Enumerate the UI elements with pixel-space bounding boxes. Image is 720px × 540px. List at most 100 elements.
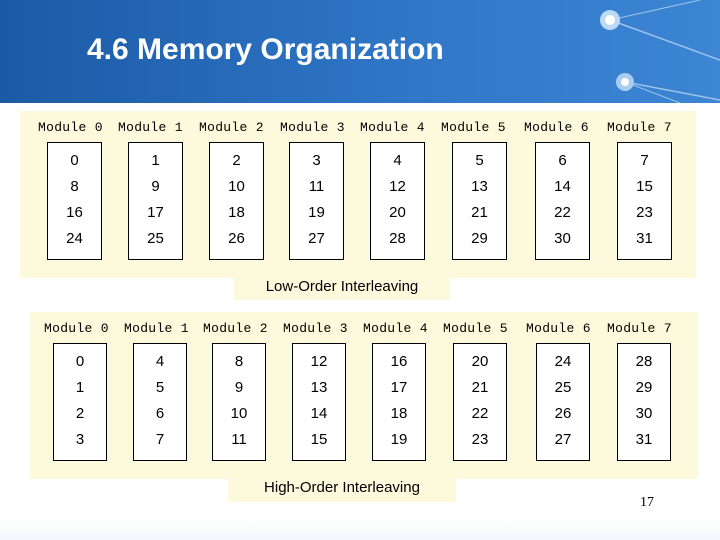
memory-address: 27 [308, 230, 325, 247]
memory-address: 9 [234, 379, 244, 396]
memory-address: 11 [308, 178, 325, 195]
memory-address: 24 [554, 353, 572, 370]
memory-address: 0 [75, 353, 85, 370]
memory-module-box: 0 1 2 3 [53, 343, 107, 461]
memory-address: 28 [389, 230, 406, 247]
memory-module-box: 5 13 21 29 [452, 142, 507, 260]
memory-address: 5 [155, 379, 165, 396]
memory-module-box: 1 9 17 25 [128, 142, 183, 260]
memory-module-box: 28 29 30 31 [617, 343, 671, 461]
memory-address: 25 [554, 379, 572, 396]
memory-module-box: 12 13 14 15 [292, 343, 346, 461]
memory-address: 30 [554, 230, 571, 247]
memory-module-box: 6 14 22 30 [535, 142, 590, 260]
memory-address: 19 [390, 431, 408, 448]
memory-address: 25 [147, 230, 164, 247]
module-label: Module 3 [283, 321, 348, 336]
memory-address: 11 [231, 431, 247, 448]
memory-address: 13 [310, 379, 328, 396]
memory-address: 22 [554, 204, 571, 221]
memory-address: 29 [471, 230, 488, 247]
page-number: 17 [640, 495, 654, 510]
memory-address: 16 [390, 353, 408, 370]
memory-address: 14 [310, 405, 328, 422]
memory-module-box: 16 17 18 19 [372, 343, 426, 461]
memory-address: 18 [228, 204, 245, 221]
memory-address: 9 [151, 178, 160, 195]
decorative-pins-graphic [600, 0, 720, 103]
memory-address: 24 [66, 230, 83, 247]
memory-address: 15 [310, 431, 328, 448]
slide-header: 4.6 Memory Organization [0, 0, 720, 103]
memory-address: 23 [471, 431, 489, 448]
memory-module-box: 4 5 6 7 [133, 343, 187, 461]
memory-address: 17 [147, 204, 164, 221]
memory-address: 18 [390, 405, 408, 422]
memory-address: 3 [75, 431, 85, 448]
memory-address: 26 [554, 405, 572, 422]
module-label: Module 1 [124, 321, 189, 336]
high-order-panel [30, 312, 698, 479]
memory-address: 7 [155, 431, 165, 448]
memory-address: 29 [635, 379, 653, 396]
memory-address: 30 [635, 405, 653, 422]
memory-address: 23 [636, 204, 653, 221]
module-label: Module 4 [360, 120, 425, 135]
module-label: Module 1 [118, 120, 183, 135]
memory-address: 12 [389, 178, 406, 195]
memory-address: 13 [471, 178, 488, 195]
memory-address: 1 [151, 152, 160, 169]
memory-address: 5 [475, 152, 484, 169]
memory-address: 7 [640, 152, 649, 169]
high-order-caption: High-Order Interleaving [228, 472, 456, 502]
memory-module-box: 4 12 20 28 [370, 142, 425, 260]
slide-title: 4.6 Memory Organization [87, 33, 444, 66]
memory-address: 2 [75, 405, 85, 422]
memory-address: 21 [471, 204, 488, 221]
memory-address: 6 [155, 405, 165, 422]
memory-address: 19 [308, 204, 325, 221]
memory-address: 10 [230, 405, 248, 422]
memory-module-box: 20 21 22 23 [453, 343, 507, 461]
module-label: Module 6 [524, 120, 589, 135]
memory-address: 20 [471, 353, 489, 370]
memory-address: 26 [228, 230, 245, 247]
module-label: Module 6 [526, 321, 591, 336]
memory-address: 15 [636, 178, 653, 195]
memory-address: 12 [310, 353, 328, 370]
memory-address: 20 [389, 204, 406, 221]
module-label: Module 0 [38, 120, 103, 135]
memory-address: 31 [635, 431, 653, 448]
module-label: Module 2 [203, 321, 268, 336]
module-label: Module 5 [443, 321, 508, 336]
memory-module-box: 0 8 16 24 [47, 142, 102, 260]
memory-address: 17 [390, 379, 408, 396]
memory-address: 22 [471, 405, 489, 422]
module-label: Module 2 [199, 120, 264, 135]
module-label: Module 0 [44, 321, 109, 336]
memory-address: 6 [558, 152, 567, 169]
memory-address: 16 [66, 204, 83, 221]
memory-address: 21 [471, 379, 489, 396]
memory-address: 4 [393, 152, 402, 169]
memory-address: 1 [75, 379, 85, 396]
memory-address: 28 [635, 353, 653, 370]
module-label: Module 7 [607, 321, 672, 336]
module-label: Module 3 [280, 120, 345, 135]
module-label: Module 4 [363, 321, 428, 336]
memory-address: 14 [554, 178, 571, 195]
module-label: Module 7 [607, 120, 672, 135]
memory-address: 4 [155, 353, 165, 370]
bottom-strip [0, 520, 720, 540]
memory-module-box: 24 25 26 27 [536, 343, 590, 461]
low-order-caption: Low-Order Interleaving [234, 272, 450, 300]
memory-address: 0 [70, 152, 79, 169]
memory-address: 2 [232, 152, 241, 169]
memory-address: 8 [70, 178, 79, 195]
memory-address: 27 [554, 431, 572, 448]
low-order-panel [20, 111, 696, 278]
